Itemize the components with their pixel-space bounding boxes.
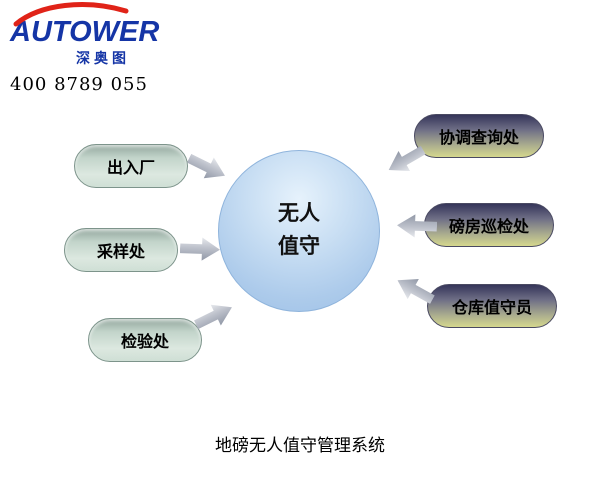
node-inspection: 检验处	[88, 318, 202, 362]
center-label-line1: 无人	[278, 202, 320, 226]
node-weighbridge-patrol: 磅房巡检处	[424, 203, 554, 247]
node-entry-exit-label: 出入厂	[106, 160, 155, 177]
node-sampling: 采样处	[64, 228, 178, 272]
node-warehouse-keeper: 仓库值守员	[427, 284, 557, 328]
center-label-line2: 值守	[278, 235, 320, 258]
node-sampling-label: 采样处	[96, 244, 145, 261]
node-warehouse-keeper-label: 仓库值守员	[451, 300, 532, 317]
node-weighbridge-patrol-label: 磅房巡检处	[448, 219, 529, 236]
node-coordination-query: 协调查询处	[414, 114, 544, 158]
node-entry-exit: 出入厂	[74, 144, 188, 188]
logo-wordmark: AUTOWER	[10, 16, 160, 48]
node-inspection-label: 检验处	[120, 334, 169, 351]
system-title: 地磅无人值守管理系统	[215, 436, 385, 456]
autower-logo: AUTOWER 深奥图	[8, 1, 178, 70]
logo-swoosh-icon	[10, 1, 140, 29]
phone-number: 400 8789 055	[10, 74, 148, 95]
center-circle: 无人 值守	[218, 150, 380, 312]
node-coordination-query-label: 协调查询处	[438, 130, 519, 147]
arrow-entry-exit-icon	[184, 147, 230, 186]
center-label: 无人 值守	[278, 198, 320, 263]
arrow-sampling-icon	[180, 236, 221, 261]
logo-chinese-name: 深奥图	[76, 50, 130, 66]
